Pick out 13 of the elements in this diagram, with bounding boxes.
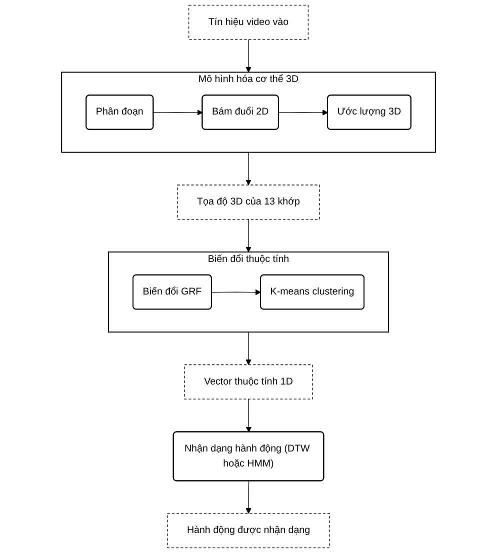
node-box: Vector thuộc tính 1D	[184, 364, 313, 400]
arrow	[246, 218, 252, 252]
arrow	[246, 152, 252, 186]
arrow	[246, 332, 252, 365]
arrow	[246, 480, 252, 514]
arrow	[246, 398, 252, 432]
arrow	[153, 110, 203, 116]
node-box: Tọa độ 3D của 13 khớp	[177, 184, 320, 220]
arrow	[211, 289, 262, 296]
arrow	[246, 39, 252, 72]
node-box: Tín hiệu video vào	[188, 4, 308, 40]
arrow	[278, 110, 328, 116]
node-box: Hành động được nhận dạng	[167, 513, 330, 548]
